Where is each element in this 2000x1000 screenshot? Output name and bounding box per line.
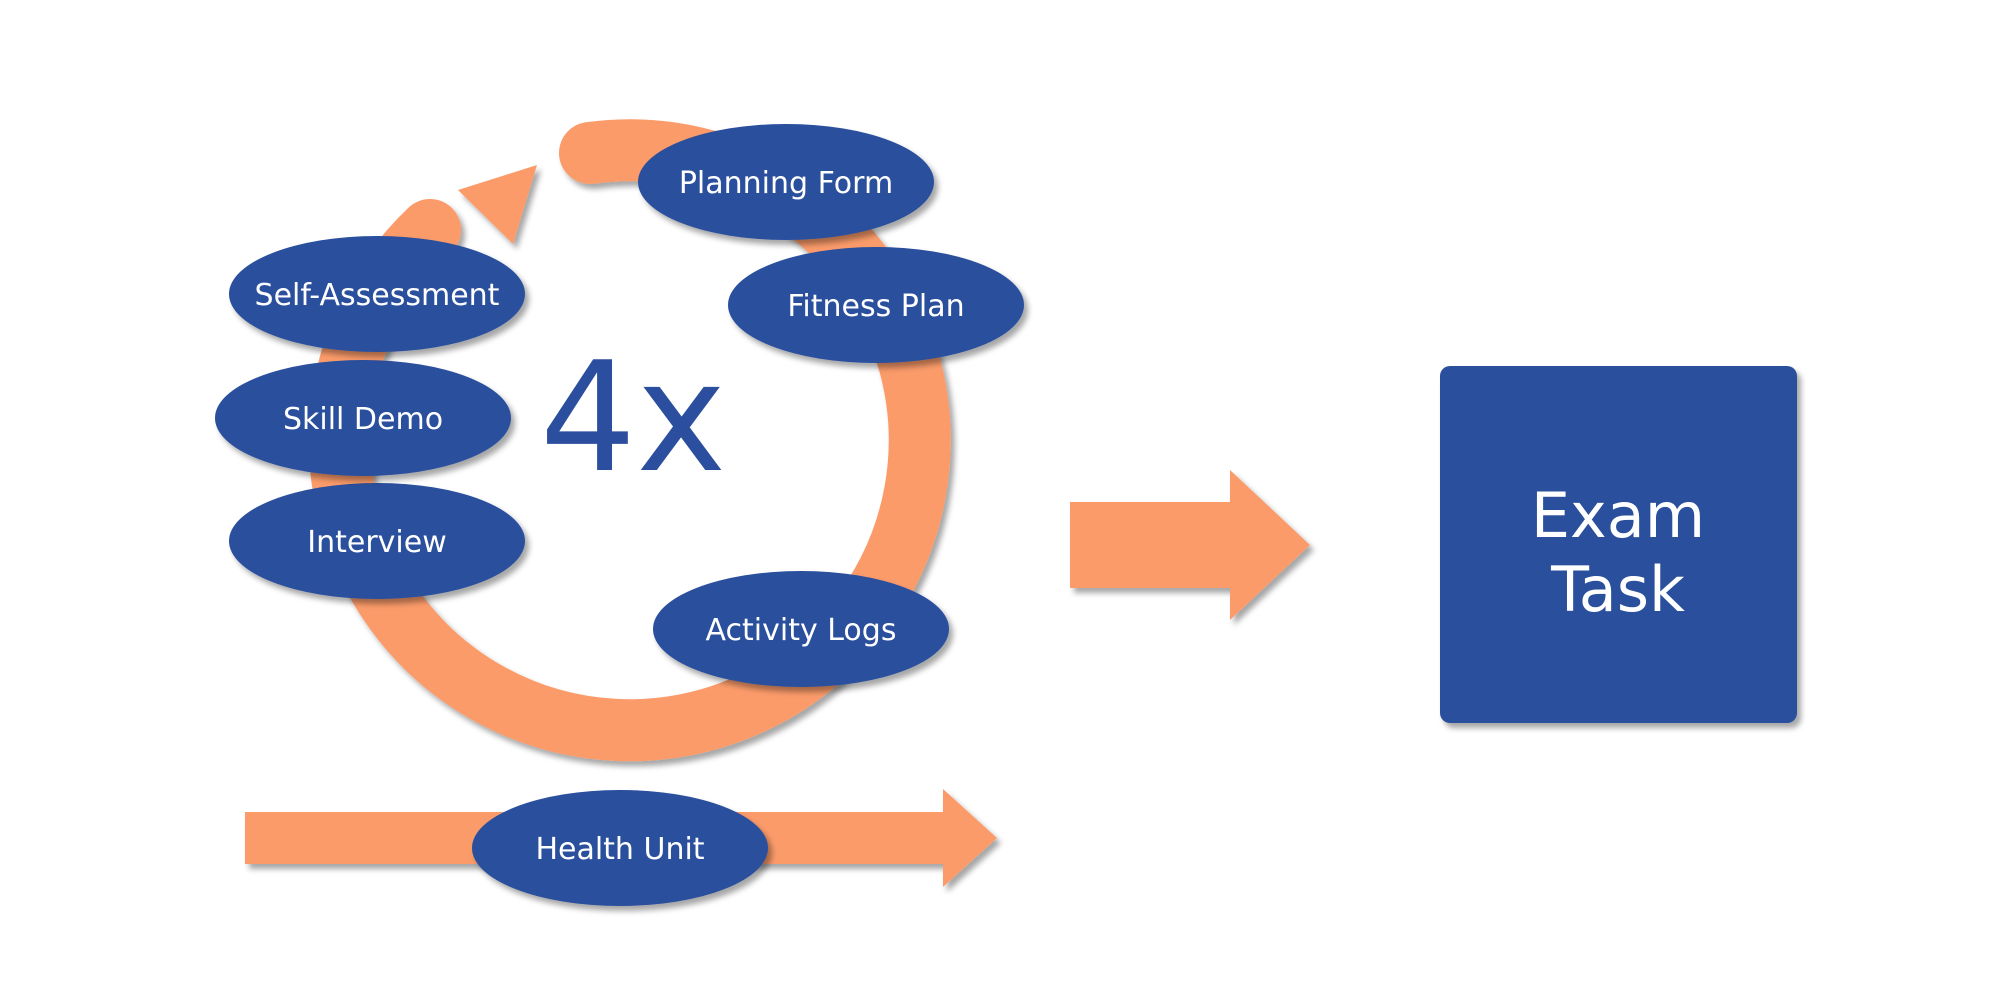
cycle-node-planning-form-label: Planning Form	[679, 166, 893, 201]
cycle-node-fitness-plan-label: Fitness Plan	[787, 289, 964, 324]
exam-task-label-line2: Task	[1550, 553, 1685, 626]
timeline-node-health-unit-label: Health Unit	[535, 832, 704, 867]
right-arrow-icon	[1070, 470, 1310, 620]
cycle-node-self-assessment	[229, 236, 525, 352]
cycle-node-activity-logs	[653, 571, 949, 687]
cycle-node-interview-label: Interview	[307, 525, 447, 560]
cycle-node-skill-demo-label: Skill Demo	[283, 402, 443, 437]
cycle-node-skill-demo	[215, 360, 511, 476]
cycle-node-interview	[229, 483, 525, 599]
exam-task-label-line1: Exam	[1531, 479, 1705, 552]
cycle-node-self-assessment-label: Self-Assessment	[255, 278, 500, 313]
cycle-node-fitness-plan	[728, 247, 1024, 363]
exam-task-box	[1440, 366, 1797, 723]
cycle-node-planning-form	[638, 124, 934, 240]
repeat-count-label: 4x	[540, 329, 727, 506]
timeline-node-health-unit	[472, 790, 768, 906]
cycle-node-activity-logs-label: Activity Logs	[706, 613, 897, 648]
